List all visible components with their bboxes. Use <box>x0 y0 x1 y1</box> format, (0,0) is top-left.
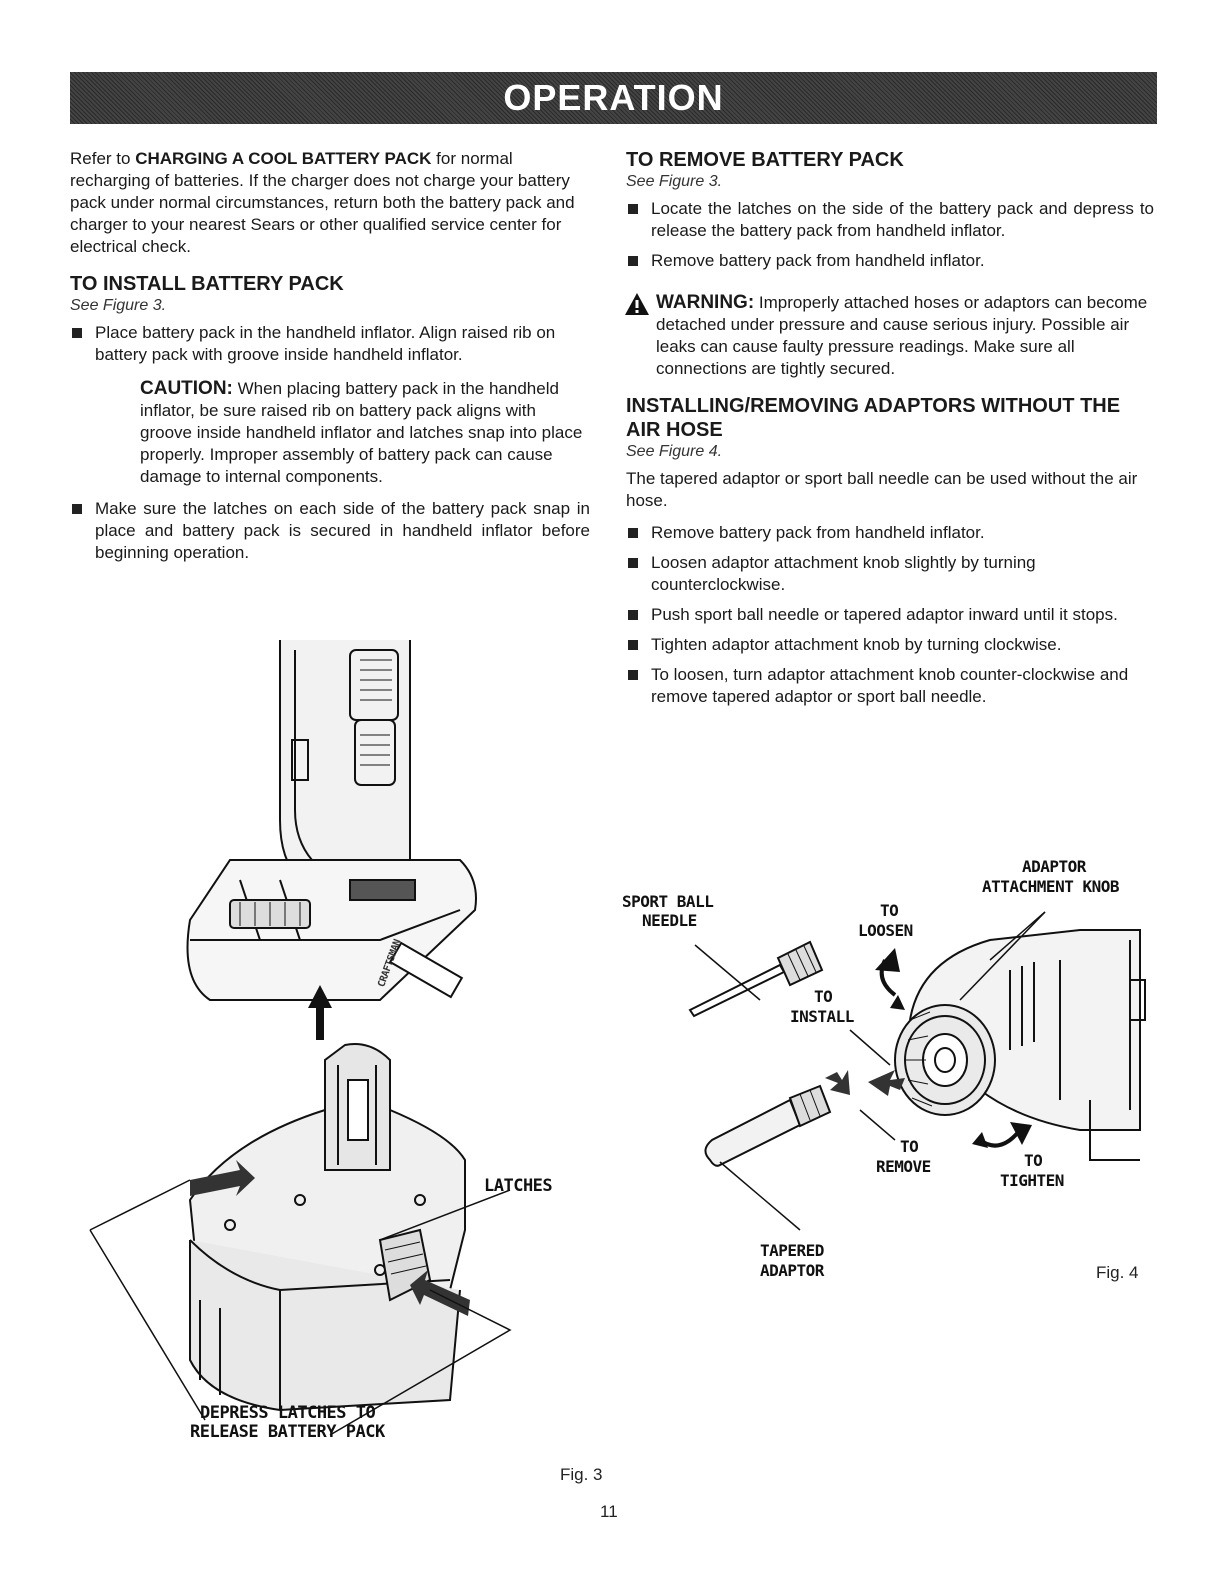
adaptors-intro: The tapered adaptor or sport ball needle… <box>626 469 1138 510</box>
install-bullet-2-text: Make sure the latches on each side of th… <box>95 499 590 562</box>
adaptors-heading: INSTALLING/REMOVING ADAPTORS WITHOUT THE… <box>626 395 1121 441</box>
to-tighten-label-line1: TO <box>1024 1151 1043 1170</box>
install-bullet-1: Place battery pack in the handheld infla… <box>70 322 590 366</box>
adaptors-see-figure: See Figure 4. <box>626 443 723 460</box>
adaptors-bullet-3-text: Push sport ball needle or tapered adapto… <box>651 605 1118 624</box>
tapered-adaptor-label-line2: ADAPTOR <box>760 1261 824 1280</box>
warning-triangle-icon <box>625 293 649 315</box>
intro-pre: Refer to <box>70 149 136 168</box>
section-banner: OPERATION <box>70 72 1157 124</box>
adaptor-knob-label-line1: ADAPTOR <box>1022 857 1086 876</box>
left-column: Refer to CHARGING A COOL BATTERY PACK fo… <box>70 148 590 572</box>
adaptors-bullet-2: Loosen adaptor attachment knob slightly … <box>626 552 1154 596</box>
figure-4-caption: Fig. 4 <box>1096 1263 1139 1282</box>
to-tighten-label-line2: TIGHTEN <box>1000 1171 1064 1190</box>
adaptor-knob-label-line2: ATTACHMENT KNOB <box>982 877 1120 896</box>
bullet-square-icon <box>72 328 82 338</box>
adaptors-bullet-3: Push sport ball needle or tapered adapto… <box>626 604 1154 626</box>
bullet-square-icon <box>628 670 638 680</box>
adaptors-bullet-4: Tighten adaptor attachment knob by turni… <box>626 634 1154 656</box>
bullet-square-icon <box>628 256 638 266</box>
install-bullet-2: Make sure the latches on each side of th… <box>70 498 590 564</box>
bullet-square-icon <box>628 640 638 650</box>
bullet-square-icon <box>628 528 638 538</box>
remove-see-figure: See Figure 3. <box>626 173 723 190</box>
intro-post: for normal recharging of batteries. If t… <box>70 149 575 256</box>
figure-3-caption: Fig. 3 <box>560 1465 603 1484</box>
to-remove-label-line2: REMOVE <box>876 1157 931 1176</box>
warning-label: WARNING: <box>656 292 755 313</box>
caution-note: CAUTION: When placing battery pack in th… <box>140 378 590 488</box>
warning-text: Improperly attached hoses or adaptors ca… <box>656 293 1148 378</box>
adaptors-bullet-5-text: To loosen, turn adaptor attachment knob … <box>651 665 1129 706</box>
bullet-square-icon <box>72 504 82 514</box>
to-install-label-line1: TO <box>814 987 833 1006</box>
adaptors-bullet-2-text: Loosen adaptor attachment knob slightly … <box>651 553 1036 594</box>
intro-bold-ref: CHARGING A COOL BATTERY PACK <box>135 149 432 168</box>
remove-bullet-2-text: Remove battery pack from handheld inflat… <box>651 251 985 270</box>
to-loosen-label-line2: LOOSEN <box>858 921 913 940</box>
depress-latches-label-line2: RELEASE BATTERY PACK <box>190 1422 385 1442</box>
remove-bullet-1-text: Locate the latches on the side of the ba… <box>651 199 1154 240</box>
remove-bullet-1: Locate the latches on the side of the ba… <box>626 198 1154 242</box>
latches-label: LATCHES <box>484 1176 553 1196</box>
sport-ball-needle-label-line1: SPORT BALL <box>622 892 714 911</box>
install-heading: TO INSTALL BATTERY PACK <box>70 273 344 295</box>
remove-heading: TO REMOVE BATTERY PACK <box>626 149 904 171</box>
adaptors-bullet-5: To loosen, turn adaptor attachment knob … <box>626 664 1154 708</box>
to-loosen-label-line1: TO <box>880 901 899 920</box>
sport-ball-needle-label-line2: NEEDLE <box>642 911 697 930</box>
bullet-square-icon <box>628 610 638 620</box>
to-install-label-line2: INSTALL <box>790 1007 854 1026</box>
adaptors-bullet-4-text: Tighten adaptor attachment knob by turni… <box>651 635 1062 654</box>
depress-latches-label-line1: DEPRESS LATCHES TO <box>200 1403 376 1423</box>
tapered-adaptor-label-line1: TAPERED <box>760 1241 824 1260</box>
caution-text: When placing battery pack in the handhel… <box>140 379 583 486</box>
adaptors-bullet-1: Remove battery pack from handheld inflat… <box>626 522 1154 544</box>
figure-3-illustration <box>89 640 512 1436</box>
figure-4-illustration <box>688 911 1146 1231</box>
intro-paragraph: Refer to CHARGING A COOL BATTERY PACK fo… <box>70 148 590 258</box>
remove-bullet-2: Remove battery pack from handheld inflat… <box>626 250 1154 272</box>
bullet-square-icon <box>628 204 638 214</box>
caution-label: CAUTION: <box>140 378 233 399</box>
page-number: 11 <box>600 1502 618 1521</box>
bullet-square-icon <box>628 558 638 568</box>
adaptors-bullet-1-text: Remove battery pack from handheld inflat… <box>651 523 985 542</box>
to-remove-label-line1: TO <box>900 1137 919 1156</box>
section-title: OPERATION <box>503 77 724 118</box>
right-column: TO REMOVE BATTERY PACK See Figure 3. Loc… <box>625 148 1154 716</box>
install-bullet-1-text: Place battery pack in the handheld infla… <box>95 323 556 364</box>
install-see-figure: See Figure 3. <box>70 297 167 314</box>
warning-note: WARNING: Improperly attached hoses or ad… <box>625 292 1154 380</box>
